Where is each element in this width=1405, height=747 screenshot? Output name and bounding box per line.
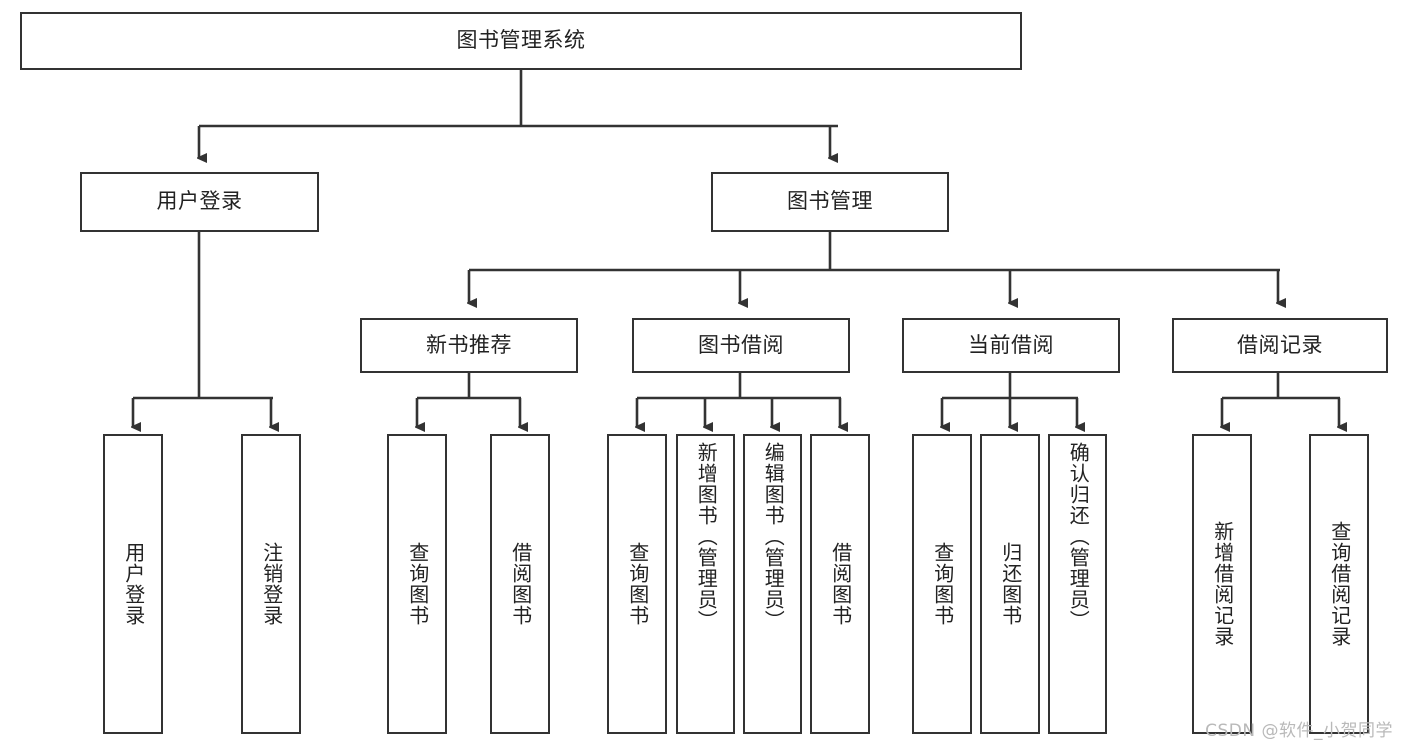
leaf-current-return-book[interactable]: 归还图书	[980, 434, 1040, 734]
leaf-current-confirm-return-admin-label: 确认归还（管理员）	[1066, 442, 1091, 631]
node-borrow-record[interactable]: 借阅记录	[1172, 318, 1388, 373]
leaf-borrow-borrow-book-label: 借阅图书	[828, 542, 853, 626]
leaf-recommend-query-book[interactable]: 查询图书	[387, 434, 447, 734]
leaf-recommend-borrow-book-label: 借阅图书	[508, 542, 533, 626]
leaf-record-query-borrow-record[interactable]: 查询借阅记录	[1309, 434, 1369, 734]
node-new-book-recommend[interactable]: 新书推荐	[360, 318, 578, 373]
node-book-management[interactable]: 图书管理	[711, 172, 949, 232]
leaf-user-login-logout[interactable]: 注销登录	[241, 434, 301, 734]
leaf-user-login-login[interactable]: 用户登录	[103, 434, 163, 734]
node-user-login-label: 用户登录	[156, 189, 243, 214]
leaf-recommend-query-book-label: 查询图书	[405, 542, 430, 626]
leaf-borrow-add-book-admin-label: 新增图书（管理员）	[694, 442, 719, 631]
node-new-book-recommend-label: 新书推荐	[426, 332, 512, 357]
csdn-watermark: CSDN @软件_小贺同学	[1205, 721, 1393, 741]
leaf-record-add-borrow-record-label: 新增借阅记录	[1210, 521, 1235, 647]
node-current-borrow-label: 当前借阅	[968, 332, 1054, 357]
leaf-current-confirm-return-admin[interactable]: 确认归还（管理员）	[1048, 434, 1107, 734]
node-root-label: 图书管理系统	[456, 28, 586, 53]
node-book-borrow-label: 图书借阅	[698, 332, 784, 357]
leaf-user-login-login-label: 用户登录	[121, 542, 146, 626]
leaf-current-return-book-label: 归还图书	[998, 542, 1023, 626]
node-book-borrow[interactable]: 图书借阅	[632, 318, 850, 373]
leaf-borrow-add-book-admin[interactable]: 新增图书（管理员）	[676, 434, 735, 734]
node-borrow-record-label: 借阅记录	[1237, 332, 1323, 357]
leaf-current-query-book-label: 查询图书	[930, 542, 955, 626]
node-current-borrow[interactable]: 当前借阅	[902, 318, 1120, 373]
leaf-user-login-logout-label: 注销登录	[259, 542, 284, 626]
node-user-login[interactable]: 用户登录	[80, 172, 319, 232]
leaf-record-query-borrow-record-label: 查询借阅记录	[1327, 521, 1352, 647]
node-book-management-label: 图书管理	[787, 189, 873, 214]
leaf-borrow-edit-book-admin[interactable]: 编辑图书（管理员）	[743, 434, 802, 734]
leaf-record-add-borrow-record[interactable]: 新增借阅记录	[1192, 434, 1252, 734]
leaf-borrow-query-book[interactable]: 查询图书	[607, 434, 667, 734]
leaf-recommend-borrow-book[interactable]: 借阅图书	[490, 434, 550, 734]
leaf-borrow-edit-book-admin-label: 编辑图书（管理员）	[761, 442, 786, 631]
leaf-borrow-borrow-book[interactable]: 借阅图书	[810, 434, 870, 734]
leaf-borrow-query-book-label: 查询图书	[625, 542, 650, 626]
node-root-book-management-system[interactable]: 图书管理系统	[20, 12, 1022, 70]
leaf-current-query-book[interactable]: 查询图书	[912, 434, 972, 734]
